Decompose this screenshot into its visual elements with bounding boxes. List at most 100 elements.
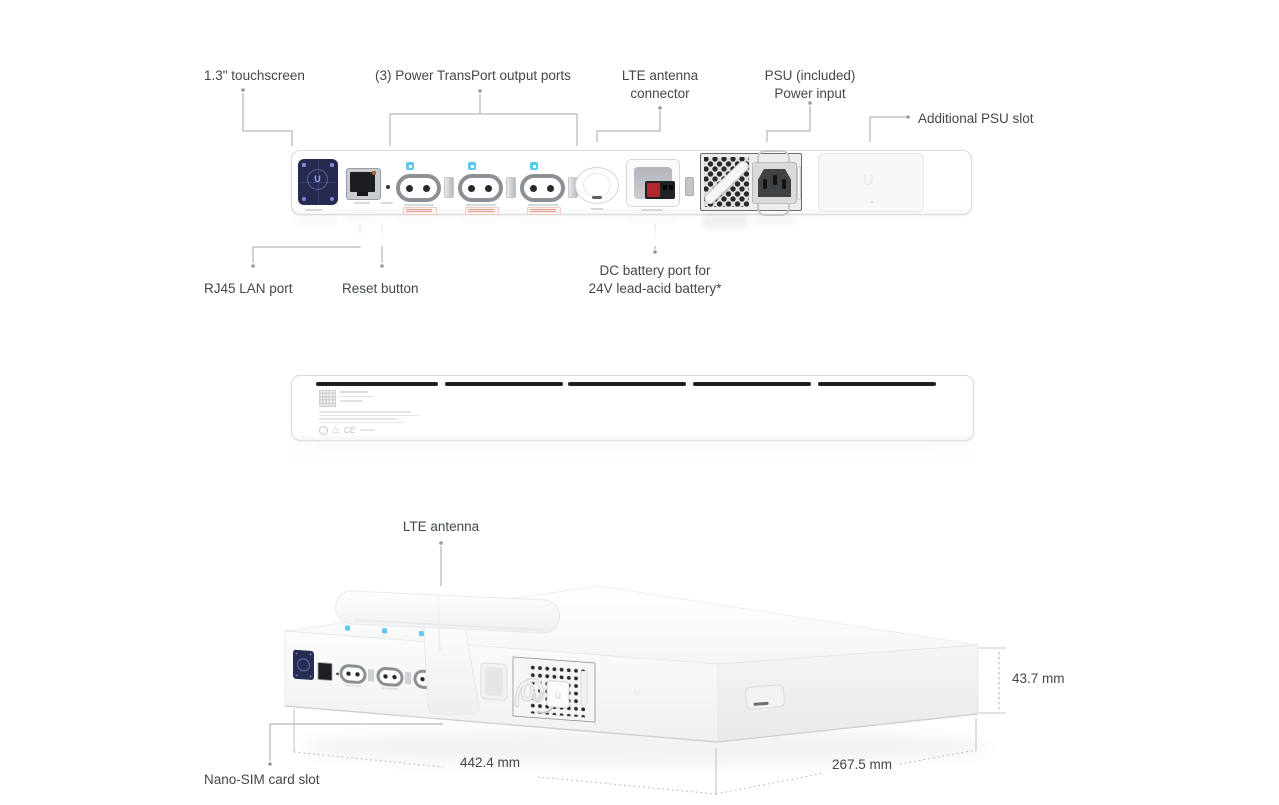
mini-power-cable [514, 677, 545, 708]
c14-prong [782, 179, 786, 189]
outlet-3-caption-mark [528, 203, 558, 206]
rj45-caption-mark [354, 202, 370, 204]
callout-line-transport [389, 94, 578, 146]
back-face-u-logo: U [634, 687, 640, 697]
label-psu-l1: PSU (included) [764, 68, 856, 83]
label-text-mark [319, 421, 405, 424]
dim-label-width: 442.4 mm [459, 755, 521, 770]
antenna-stem-groove [436, 620, 442, 651]
lte-connector-ring [583, 173, 611, 197]
dc-side-tab [685, 177, 694, 196]
label-additional-psu: Additional PSU slot [918, 111, 1034, 126]
blank-panel-u-logo: U [863, 172, 874, 189]
mini-outlet-2 [376, 628, 411, 690]
mini-outlet-3 [413, 631, 441, 690]
cert-extra-mark [360, 429, 374, 431]
dc-recess [634, 167, 675, 199]
psu-module [700, 150, 802, 216]
power-icon [302, 197, 306, 201]
bottom-view-panel: △ CE [291, 375, 974, 441]
ce-mark: CE [344, 426, 356, 435]
ul-mark [319, 426, 328, 435]
label-text-mark [340, 391, 368, 393]
touchscreen-display: U [298, 159, 338, 205]
mini-dc-recess [480, 662, 508, 701]
retention-bail-top [757, 150, 790, 162]
antenna-bar-shade [353, 619, 545, 631]
device-top-surface [284, 585, 979, 665]
screen-u-dial: U [307, 169, 328, 190]
vent-slot [818, 382, 936, 386]
label-dc-battery: DC battery port for 24V lead-acid batter… [589, 262, 722, 298]
dimension-lines [293, 647, 1006, 795]
outlet-pin [485, 185, 492, 192]
cable-tie-slot-2 [506, 177, 516, 198]
label-lte-antenna: LTE antenna [402, 519, 480, 534]
label-nano-sim: Nano-SIM card slot [204, 772, 320, 787]
c14-prong [772, 175, 777, 185]
callout-line-additional-psu [869, 116, 906, 142]
dim-width-dots-a [293, 751, 444, 768]
label-lte-connector-l2: connector [630, 86, 690, 101]
rj45-jack [350, 172, 375, 192]
mini-rear-ports: U U [293, 625, 640, 723]
transport-status-icon [530, 162, 538, 170]
label-text-mark [319, 418, 397, 420]
callout-line-rj45 [252, 224, 361, 263]
outlet-1-rating-mark [403, 207, 437, 215]
rj45-port [346, 168, 381, 200]
lte-antenna-connector [575, 167, 619, 204]
outlet-3-rating-mark [527, 207, 561, 215]
dc-battery-port [626, 159, 680, 207]
label-lte-connector-l1: LTE antenna [621, 68, 699, 83]
touchscreen-caption-mark [305, 209, 323, 211]
c14-prong [763, 179, 767, 189]
outlet-pin [530, 185, 537, 192]
label-transport-ports: (3) Power TransPort output ports [375, 68, 571, 83]
warning-mark: △ [332, 424, 339, 434]
qr-code [319, 390, 336, 407]
rj45-led [372, 171, 376, 175]
dim-label-depth: 267.5 mm [831, 757, 893, 772]
mini-touchscreen-ring [296, 658, 311, 672]
outlet-pin [547, 185, 554, 192]
mini-dc-recess-inner [485, 667, 503, 696]
dim-height-ticks [979, 647, 1006, 714]
additional-psu-blank-panel: U [818, 153, 924, 212]
power-transport-outlet-3 [520, 174, 565, 202]
blank-panel-screw [871, 201, 873, 203]
lte-antenna-3d [335, 590, 561, 715]
antenna-bar [335, 590, 561, 634]
label-psu-l2: Power input [774, 86, 846, 101]
transport-status-icon [468, 162, 476, 170]
rear-panel-reflection [291, 216, 970, 246]
label-psu: PSU (included) Power input [765, 67, 856, 103]
label-rj45: RJ45 LAN port [204, 281, 293, 296]
rj45-notch [357, 192, 368, 196]
dc-terminal-slot [663, 185, 667, 190]
antenna-bar-seam [437, 594, 440, 630]
power-transport-outlet-2 [458, 174, 503, 202]
mini-outlet-1 [339, 625, 374, 688]
label-dc-l2: 24V lead-acid battery* [588, 281, 722, 296]
label-touchscreen: 1.3" touchscreen [204, 68, 305, 83]
mini-reset-pinhole [336, 672, 339, 676]
device-right-face [717, 644, 979, 743]
mini-plug-u-logo: U [555, 691, 561, 700]
lte-caption-mark [591, 208, 603, 210]
power-transport-outlet-1 [396, 174, 441, 202]
settings-icon [330, 197, 334, 201]
home-icon [330, 163, 334, 167]
mini-touchscreen [293, 649, 314, 680]
screen-u-logo: U [314, 174, 321, 184]
label-reset: Reset button [342, 281, 419, 296]
callout-line-touchscreen [242, 93, 293, 146]
outlet-pin [468, 185, 475, 192]
dim-width-dots-b [537, 776, 717, 795]
lte-connector-key [592, 196, 602, 199]
callout-line-nano-sim [269, 723, 443, 761]
mini-plug [546, 680, 570, 709]
perspective-device: U U [284, 585, 990, 766]
side-handle-slot [745, 684, 785, 710]
